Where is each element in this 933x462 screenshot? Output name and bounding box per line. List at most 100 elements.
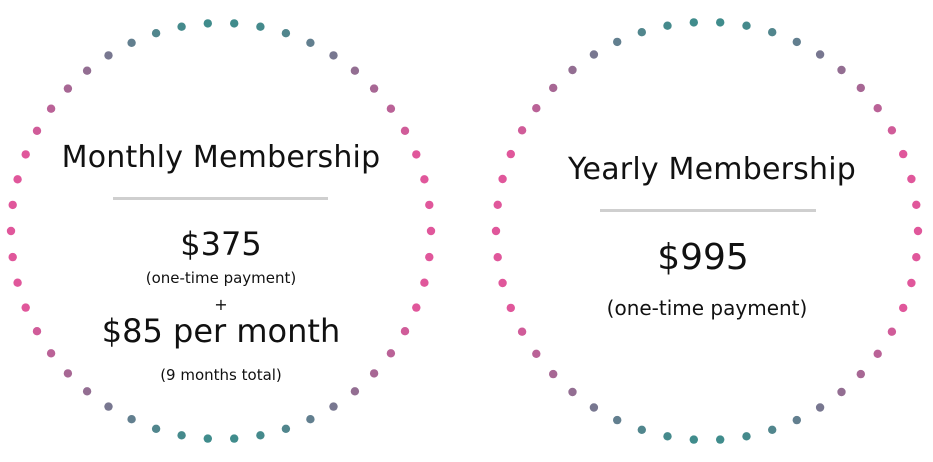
ring-dot [792,37,801,47]
yearly-dotted-ring [491,18,923,444]
ring-dot [13,278,22,287]
ring-dot [369,84,379,93]
ring-dot [203,19,212,28]
ring-dot [386,349,396,358]
ring-dot [568,65,577,75]
ring-dot [491,226,501,236]
yearly-membership-title: Yearly Membership [568,152,856,187]
ring-dot [913,226,923,236]
ring-dot [792,415,801,425]
ring-dot [742,21,751,30]
monthly-divider [113,197,328,200]
yearly-price-note: (one-time payment) [606,296,808,320]
ring-dot [420,175,429,184]
ring-dot [104,402,113,411]
ring-dot [8,200,17,210]
ring-dot [177,22,186,31]
ring-dot [613,415,622,425]
ring-dot [151,424,161,433]
ring-dot [856,369,865,379]
ring-dot [386,104,396,113]
ring-dot [21,303,30,312]
ring-dot [420,278,429,287]
ring-dot [329,51,338,60]
ring-dot [912,200,921,209]
ring-dot [230,434,239,443]
ring-dot [281,424,291,433]
ring-dot [815,403,825,412]
ring-dot [912,253,921,262]
ring-dot [425,252,434,262]
ring-dot [637,425,646,434]
ring-dot [663,432,672,441]
ring-dot [21,150,30,159]
ring-dot [329,402,338,411]
ring-dot [32,126,42,135]
ring-dot [856,83,865,93]
ring-dot [742,432,751,441]
monthly-membership-title: Monthly Membership [61,140,381,175]
ring-dot [899,149,908,159]
ring-dot [306,38,315,47]
ring-dot [498,174,507,184]
ring-dot [532,104,541,113]
ring-dot [425,200,434,210]
ring-dot [493,253,502,262]
ring-dot [256,22,265,31]
ring-dot [887,327,897,336]
ring-dot [716,435,725,444]
ring-dot [13,175,22,184]
ring-dot [873,349,882,358]
ring-dot [517,327,527,336]
yearly-price: $995 [657,237,749,278]
ring-dot [506,303,515,313]
ring-dot [768,28,777,37]
monthly-recurring-note: (9 months total) [160,366,282,384]
ring-dot [46,349,56,358]
ring-dot [281,29,291,38]
monthly-dotted-ring [6,19,436,443]
ring-dot [82,66,92,75]
ring-dot [350,387,360,396]
ring-dot [532,349,541,358]
ring-dot [837,65,846,75]
ring-dot [899,303,908,313]
ring-dot [350,66,360,75]
monthly-price: $375 [180,225,262,263]
ring-dot [907,278,916,288]
ring-dot [400,327,410,336]
ring-dot [230,19,239,28]
ring-dot [6,226,16,236]
ring-dot [689,435,698,444]
ring-dot [400,126,410,135]
ring-dot [613,37,622,47]
ring-dot [82,387,92,396]
ring-dot [46,104,56,113]
ring-dot [426,226,436,236]
ring-dot [716,18,725,27]
ring-dot [104,51,113,60]
ring-dot [815,50,825,59]
ring-dot [637,28,646,37]
yearly-divider [600,209,816,212]
ring-dot [203,434,212,443]
monthly-recurring-price: $85 per month [101,312,341,350]
ring-dot [412,303,421,312]
ring-dot [127,415,136,424]
ring-dot [549,369,558,379]
ring-dot [151,29,161,38]
ring-dot [63,369,73,378]
ring-dot [549,83,558,93]
ring-dot [907,174,916,184]
ring-dot [412,150,421,159]
ring-dot [873,104,882,113]
ring-dot [589,403,599,412]
ring-dot [589,50,599,59]
ring-dot [8,252,17,262]
ring-dot [663,21,672,30]
ring-dot [63,84,73,93]
ring-dot [689,18,698,27]
monthly-price-note: (one-time payment) [145,269,297,287]
plus-sign: + [214,295,228,314]
